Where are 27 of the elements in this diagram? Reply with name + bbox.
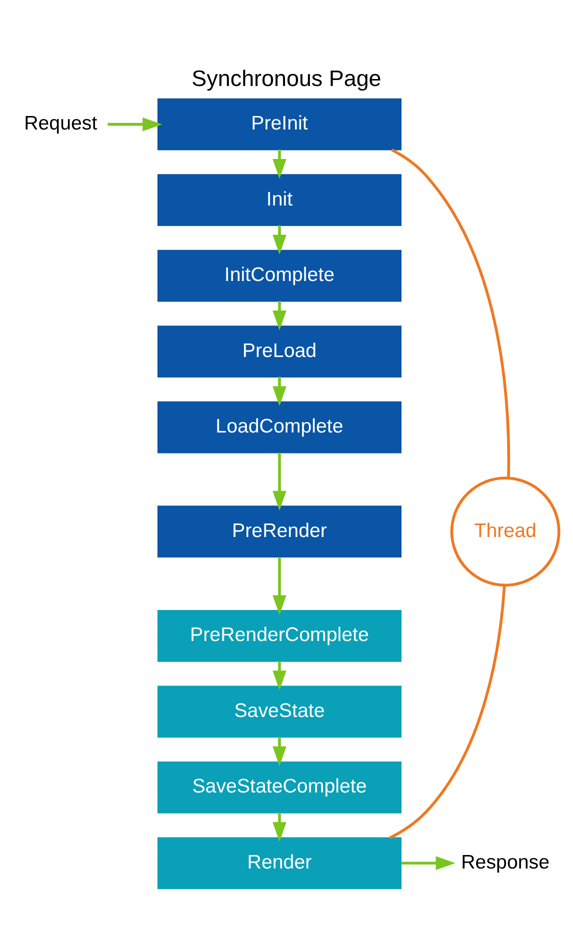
- arrow: [272, 452, 286, 511]
- diagram-title: Synchronous Page: [192, 66, 382, 92]
- node-box: Init: [157, 174, 402, 226]
- arrow: [272, 225, 286, 254]
- node-box: PreLoad: [157, 326, 402, 378]
- node-circle: Thread: [450, 476, 560, 587]
- node-text: Request: [24, 112, 98, 135]
- arrow: [272, 812, 286, 842]
- arrow: [108, 117, 162, 132]
- arrow: [272, 376, 286, 406]
- arrow: [272, 736, 286, 766]
- node-text: Response: [461, 851, 550, 874]
- arrow: [272, 150, 286, 179]
- node-box: PreRender: [157, 506, 402, 558]
- connector: [391, 148, 510, 478]
- node-box: LoadComplete: [157, 401, 402, 454]
- node-box: SaveState: [157, 686, 402, 738]
- node-box: InitComplete: [157, 250, 402, 302]
- arrow: [272, 557, 286, 615]
- node-box: PreRenderComplete: [157, 610, 402, 662]
- node-box: Render: [157, 837, 402, 890]
- arrow: [272, 661, 286, 690]
- arrow: [272, 301, 286, 330]
- arrow: [401, 856, 456, 870]
- node-box: PreInit: [157, 98, 402, 150]
- connector: [389, 585, 506, 840]
- node-box: SaveStateComplete: [157, 761, 402, 814]
